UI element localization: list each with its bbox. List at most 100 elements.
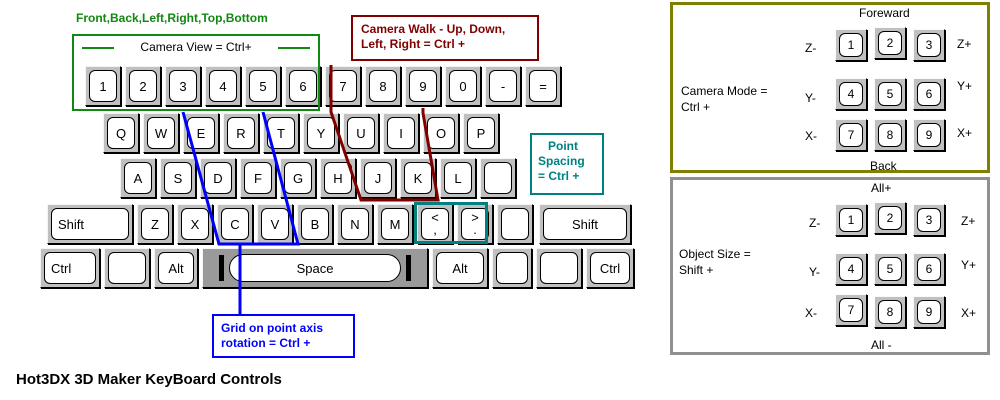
- object-size-key-1[interactable]: 1: [835, 204, 867, 236]
- key-ctrl-right[interactable]: Ctrl: [586, 248, 634, 288]
- key-win-left[interactable]: [104, 248, 150, 288]
- key-9[interactable]: 9: [405, 66, 441, 106]
- key-l[interactable]: L: [440, 158, 476, 198]
- camera-mode-key-4-label: 4: [839, 82, 863, 106]
- key-5-label: 5: [249, 70, 277, 102]
- camera-mode-key-4[interactable]: 4: [835, 78, 867, 110]
- key-minus[interactable]: -: [485, 66, 521, 106]
- key-slash[interactable]: [497, 204, 533, 244]
- camera-mode-key-2-label: 2: [878, 31, 902, 55]
- object-size-key-2[interactable]: 2: [874, 202, 906, 234]
- key-f[interactable]: F: [240, 158, 276, 198]
- key-3[interactable]: 3: [165, 66, 201, 106]
- key-win-right-face: [496, 252, 528, 284]
- key-6[interactable]: 6: [285, 66, 321, 106]
- key-e[interactable]: E: [183, 113, 219, 153]
- object-size-key-3-label: 3: [917, 208, 941, 232]
- grid-rotation-line-1: Grid on point axis: [221, 321, 324, 335]
- key-u[interactable]: U: [343, 113, 379, 153]
- camera-mode-key-7[interactable]: 7: [835, 119, 867, 151]
- key-win-right[interactable]: [492, 248, 532, 288]
- key-y[interactable]: Y: [303, 113, 339, 153]
- key-shift-left[interactable]: Shift: [47, 204, 133, 244]
- camera-mode-key-6[interactable]: 6: [913, 78, 945, 110]
- camera-walk-box: Camera Walk - Up, Down, Left, Right = Ct…: [351, 15, 539, 61]
- object-size-key-3[interactable]: 3: [913, 204, 945, 236]
- camera-mode-y-plus: Y+: [957, 79, 973, 93]
- key-comma[interactable]: <,: [417, 204, 453, 244]
- camera-view-box: Camera View = Ctrl+: [72, 34, 320, 111]
- key-4[interactable]: 4: [205, 66, 241, 106]
- key-w[interactable]: W: [143, 113, 179, 153]
- key-k[interactable]: K: [400, 158, 436, 198]
- key-7[interactable]: 7: [325, 66, 361, 106]
- object-size-key-4-label: 4: [839, 257, 863, 281]
- key-r[interactable]: R: [223, 113, 259, 153]
- key-alt-right[interactable]: Alt: [432, 248, 488, 288]
- key-b[interactable]: B: [297, 204, 333, 244]
- key-z[interactable]: Z: [137, 204, 173, 244]
- camera-mode-key-1[interactable]: 1: [835, 29, 867, 61]
- key-v[interactable]: V: [257, 204, 293, 244]
- key-9-label: 9: [409, 70, 437, 102]
- key-r-label: R: [227, 117, 255, 149]
- object-size-key-9[interactable]: 9: [913, 296, 945, 328]
- key-menu[interactable]: [536, 248, 582, 288]
- key-8[interactable]: 8: [365, 66, 401, 106]
- object-size-key-5[interactable]: 5: [874, 253, 906, 285]
- key-x[interactable]: X: [177, 204, 213, 244]
- key-a[interactable]: A: [120, 158, 156, 198]
- camera-mode-key-2[interactable]: 2: [874, 27, 906, 59]
- camera-mode-key-9[interactable]: 9: [913, 119, 945, 151]
- key-equals[interactable]: =: [525, 66, 561, 106]
- key-n[interactable]: N: [337, 204, 373, 244]
- camera-walk-line-1: Camera Walk - Up, Down,: [361, 22, 506, 36]
- camera-mode-key-3[interactable]: 3: [913, 29, 945, 61]
- key-i[interactable]: I: [383, 113, 419, 153]
- camera-mode-top-label: Foreward: [859, 6, 910, 20]
- key-q[interactable]: Q: [103, 113, 139, 153]
- key-m[interactable]: M: [377, 204, 413, 244]
- key-t[interactable]: T: [263, 113, 299, 153]
- key-d[interactable]: D: [200, 158, 236, 198]
- key-semicolon[interactable]: [480, 158, 516, 198]
- key-s[interactable]: S: [160, 158, 196, 198]
- key-z-label: Z: [141, 208, 169, 240]
- key-p-label: P: [467, 117, 495, 149]
- key-j[interactable]: J: [360, 158, 396, 198]
- key-5[interactable]: 5: [245, 66, 281, 106]
- key-1[interactable]: 1: [85, 66, 121, 106]
- key-c[interactable]: C: [217, 204, 253, 244]
- key-period-face: >.: [461, 208, 489, 240]
- key-f-label: F: [244, 162, 272, 194]
- camera-mode-key-5[interactable]: 5: [874, 78, 906, 110]
- key-2[interactable]: 2: [125, 66, 161, 106]
- object-size-x-plus: X+: [961, 306, 977, 320]
- key-v-label: V: [261, 208, 289, 240]
- key-k-label: K: [404, 162, 432, 194]
- object-size-key-6[interactable]: 6: [913, 253, 945, 285]
- object-size-key-4[interactable]: 4: [835, 253, 867, 285]
- key-ctrl-left[interactable]: Ctrl: [40, 248, 100, 288]
- key-g[interactable]: G: [280, 158, 316, 198]
- key-space[interactable]: Space: [202, 248, 428, 288]
- key-alt-left[interactable]: Alt: [154, 248, 198, 288]
- key-8-label: 8: [369, 70, 397, 102]
- key-0[interactable]: 0: [445, 66, 481, 106]
- key-o[interactable]: O: [423, 113, 459, 153]
- key-h[interactable]: H: [320, 158, 356, 198]
- key-comma-face: <,: [421, 208, 449, 240]
- camera-mode-key-8[interactable]: 8: [874, 119, 906, 151]
- key-w-label: W: [147, 117, 175, 149]
- key-shift-right[interactable]: Shift: [539, 204, 631, 244]
- object-size-title-1: Object Size =: [679, 247, 751, 261]
- key-comma-label: <: [431, 210, 439, 225]
- object-size-key-7[interactable]: 7: [835, 294, 867, 326]
- object-size-bottom-label: All -: [871, 338, 892, 352]
- key-p[interactable]: P: [463, 113, 499, 153]
- key-o-label: O: [427, 117, 455, 149]
- key-alt-right-label: Alt: [436, 252, 484, 284]
- key-space-label: Space: [229, 254, 401, 282]
- camera-mode-key-7-label: 7: [839, 123, 863, 147]
- object-size-key-8[interactable]: 8: [874, 296, 906, 328]
